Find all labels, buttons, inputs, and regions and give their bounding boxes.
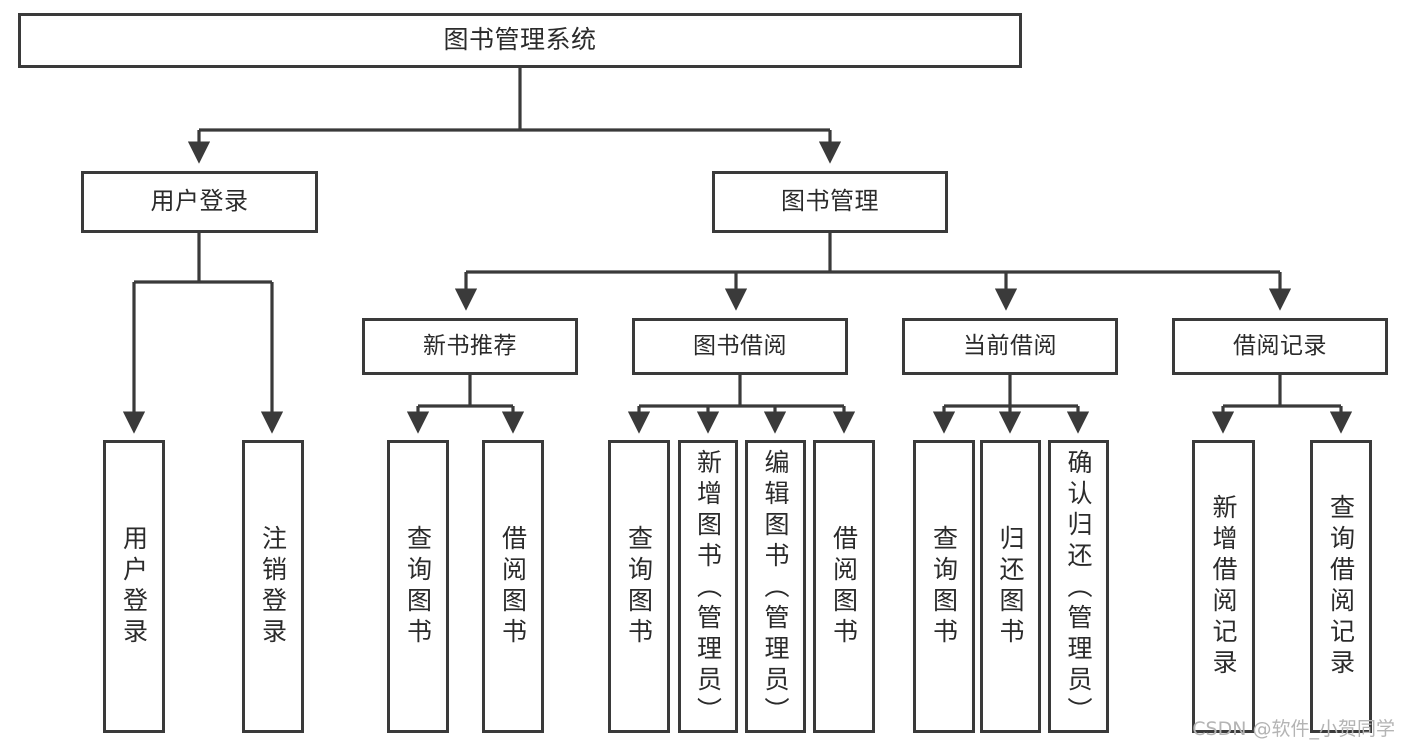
leaf-label: 新增图书（管理员） [693, 449, 723, 728]
leaf-logout[interactable]: 注销登录 [242, 440, 304, 733]
node-label: 当前借阅 [963, 333, 1057, 360]
leaf-edit-book-admin[interactable]: 编辑图书（管理员） [745, 440, 806, 733]
leaf-query-books-new[interactable]: 查询图书 [387, 440, 449, 733]
leaf-borrow-books-new[interactable]: 借阅图书 [482, 440, 544, 733]
leaf-user-login[interactable]: 用户登录 [103, 440, 165, 733]
leaf-query-books-borrow[interactable]: 查询图书 [608, 440, 670, 733]
leaf-add-book-admin[interactable]: 新增图书（管理员） [678, 440, 738, 733]
node-user-login[interactable]: 用户登录 [81, 171, 318, 233]
leaf-query-borrow-record[interactable]: 查询借阅记录 [1310, 440, 1372, 733]
node-current-borrowing[interactable]: 当前借阅 [902, 318, 1118, 375]
leaf-add-borrow-record[interactable]: 新增借阅记录 [1192, 440, 1255, 733]
node-label: 新书推荐 [423, 333, 517, 360]
leaf-return-books[interactable]: 归还图书 [980, 440, 1041, 733]
node-label: 借阅记录 [1233, 333, 1327, 360]
leaf-label: 编辑图书（管理员） [761, 449, 790, 728]
node-book-borrowing[interactable]: 图书借阅 [632, 318, 848, 375]
leaf-label: 归还图书 [996, 524, 1025, 649]
leaf-label: 查询借阅记录 [1326, 493, 1356, 680]
leaf-label: 注销登录 [258, 524, 288, 649]
leaf-label: 借阅图书 [498, 524, 528, 649]
leaf-label: 查询图书 [929, 524, 959, 649]
leaf-borrow-books[interactable]: 借阅图书 [813, 440, 875, 733]
leaf-query-books-current[interactable]: 查询图书 [913, 440, 975, 733]
leaf-label: 查询图书 [403, 524, 433, 649]
node-book-management-system[interactable]: 图书管理系统 [18, 13, 1022, 68]
node-label: 图书管理 [781, 187, 879, 216]
leaf-label: 确认归还（管理员） [1064, 449, 1093, 728]
watermark-text: CSDN @软件_小贺同学 [1192, 718, 1395, 740]
leaf-label: 借阅图书 [829, 524, 859, 649]
node-label: 图书管理系统 [443, 25, 597, 55]
node-label: 用户登录 [150, 187, 249, 216]
node-book-management[interactable]: 图书管理 [712, 171, 948, 233]
node-new-book-recommendation[interactable]: 新书推荐 [362, 318, 578, 375]
leaf-label: 用户登录 [119, 524, 149, 649]
leaf-label: 新增借阅记录 [1209, 493, 1238, 680]
leaf-confirm-return-admin[interactable]: 确认归还（管理员） [1048, 440, 1109, 733]
leaf-label: 查询图书 [624, 524, 654, 649]
node-borrowing-record[interactable]: 借阅记录 [1172, 318, 1388, 375]
node-label: 图书借阅 [693, 333, 787, 360]
